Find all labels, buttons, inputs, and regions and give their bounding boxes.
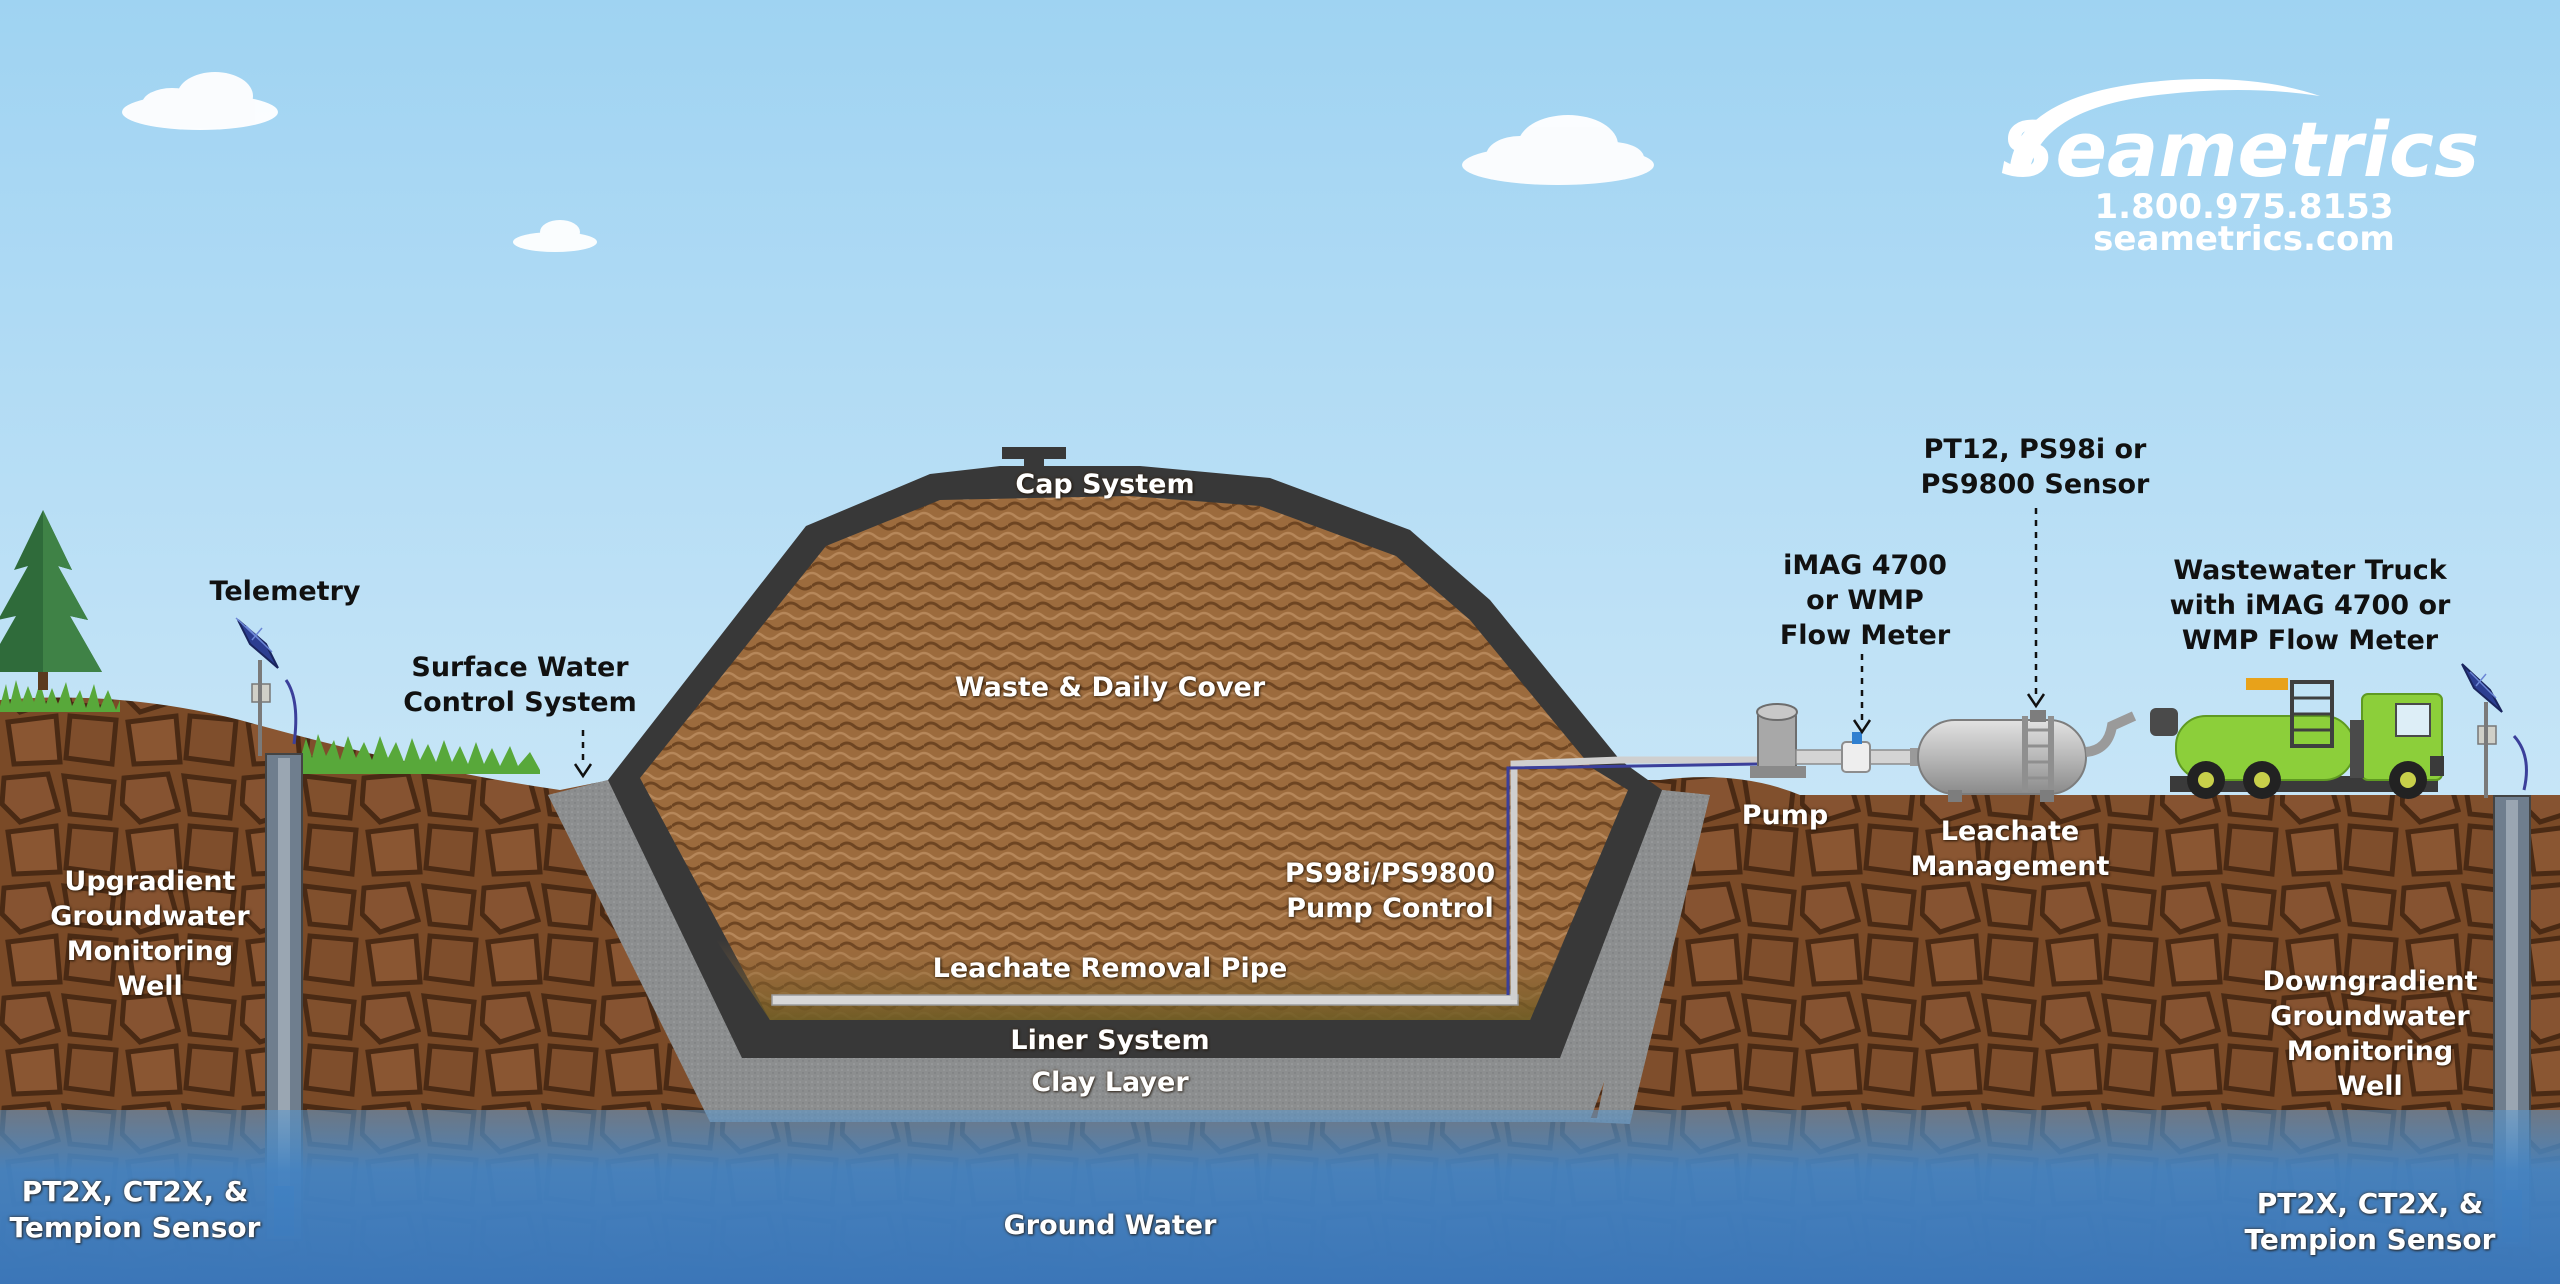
label-sensor-left: PT2X, CT2X, & Tempion Sensor bbox=[9, 1175, 261, 1244]
label-telemetry: Telemetry bbox=[209, 576, 361, 607]
label-ground-water: Ground Water bbox=[1003, 1210, 1217, 1241]
pump-control-line bbox=[1506, 756, 1759, 1000]
waste-daily-cover bbox=[640, 496, 1628, 1020]
label-sensor-right: PT2X, CT2X, & Tempion Sensor bbox=[2244, 1187, 2496, 1256]
label-pump-control: PS98i/PS9800 Pump Control bbox=[1284, 858, 1496, 924]
label-flow-meter: iMAG 4700 or WMP Flow Meter bbox=[1779, 550, 1951, 651]
leachate-removal-pipe bbox=[771, 994, 1519, 1006]
label-leachate-management: Leachate Management bbox=[1910, 816, 2110, 882]
cap-vent bbox=[1002, 447, 1066, 472]
label-cap-system: Cap System bbox=[1015, 469, 1195, 500]
solar-panel-icon bbox=[2461, 663, 2503, 713]
label-surface-water: Surface Water Control System bbox=[403, 652, 637, 718]
label-clay-layer: Clay Layer bbox=[1031, 1067, 1189, 1098]
brand-logo: Seametrics bbox=[2000, 105, 2480, 194]
brand-website: seametrics.com bbox=[2093, 219, 2395, 259]
brand-phone: 1.800.975.8153 bbox=[2094, 187, 2394, 227]
cloud-icon bbox=[1462, 115, 1654, 185]
cloud-icon bbox=[122, 72, 278, 130]
pump-icon bbox=[1750, 703, 1806, 778]
label-pump: Pump bbox=[1741, 800, 1829, 831]
label-liner-system: Liner System bbox=[1010, 1025, 1210, 1056]
label-truck: Wastewater Truck with iMAG 4700 or WMP F… bbox=[2169, 555, 2451, 656]
ground-water bbox=[0, 1110, 2560, 1284]
brand-swoosh bbox=[2010, 79, 2320, 168]
cloud-icon bbox=[513, 220, 597, 252]
flow-meter-icon bbox=[1795, 732, 1918, 773]
pine-tree-icon bbox=[0, 510, 102, 690]
label-downgradient-well: Downgradient Groundwater Monitoring Well bbox=[2262, 966, 2478, 1102]
solar-panel-icon bbox=[235, 617, 279, 669]
tank-icon bbox=[1917, 710, 2137, 802]
label-waste-daily-cover: Waste & Daily Cover bbox=[954, 672, 1266, 703]
callout-arrows bbox=[573, 508, 2046, 779]
label-tank-sensor: PT12, PS98i or PS9800 Sensor bbox=[1920, 434, 2150, 500]
label-leachate-pipe: Leachate Removal Pipe bbox=[932, 953, 1288, 984]
grass bbox=[0, 680, 540, 774]
truck-icon bbox=[2150, 678, 2444, 799]
label-upgradient-well: Upgradient Groundwater Monitoring Well bbox=[50, 866, 250, 1002]
